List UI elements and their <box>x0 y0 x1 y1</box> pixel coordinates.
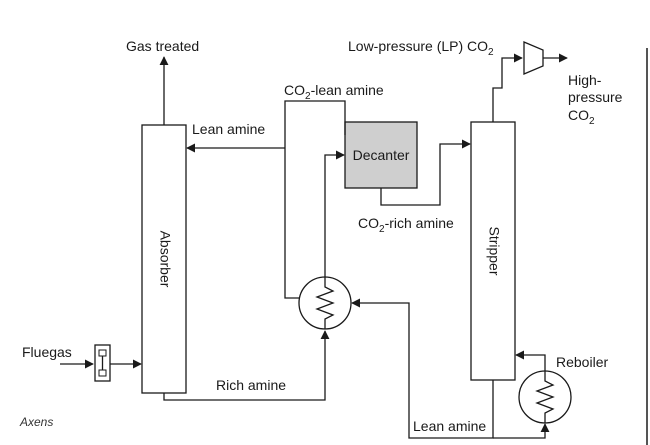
lean-amine-top-label: Lean amine <box>192 121 265 137</box>
rich-amine-label: Rich amine <box>216 377 286 393</box>
co2-rich-amine-stream <box>380 139 471 206</box>
compressor-icon <box>523 41 544 75</box>
high-pressure-label-1: High- <box>568 72 602 88</box>
gas-treated-label: Gas treated <box>126 38 199 54</box>
reboiler-vapor-return <box>515 350 546 371</box>
reboiler-label: Reboiler <box>556 354 608 370</box>
stripper-label: Stripper <box>486 226 502 275</box>
co2-rich-amine-label: CO2-rich amine <box>358 215 454 235</box>
high-pressure-label-2: pressure <box>568 89 623 105</box>
hx-to-decanter-stream <box>324 150 345 277</box>
fluegas-label: Fluegas <box>22 344 72 360</box>
absorber-column <box>141 124 187 394</box>
heat-exchanger-icon <box>298 276 352 330</box>
lp-co2-label: Low-pressure (LP) CO2 <box>348 38 494 58</box>
high-pressure-label-3: CO2 <box>568 107 595 127</box>
rich-amine-stream <box>163 330 330 401</box>
flue-gas-valve-icon <box>94 344 111 382</box>
lean-amine-bottom-label: Lean amine <box>413 418 486 434</box>
co2-lean-amine-label: CO2-lean amine <box>284 82 384 102</box>
decanter-label: Decanter <box>353 147 410 163</box>
lp-co2-stream <box>492 53 523 122</box>
lean-amine-to-hx-stream <box>351 298 494 439</box>
decanter-vessel <box>344 121 418 189</box>
absorber-label: Absorber <box>157 231 173 288</box>
stripper-column <box>470 121 516 381</box>
credit-label: Axens <box>19 415 53 429</box>
co2-lean-amine-stream <box>284 100 346 299</box>
reboiler-icon <box>518 370 572 424</box>
reboiler-feed <box>493 423 550 439</box>
